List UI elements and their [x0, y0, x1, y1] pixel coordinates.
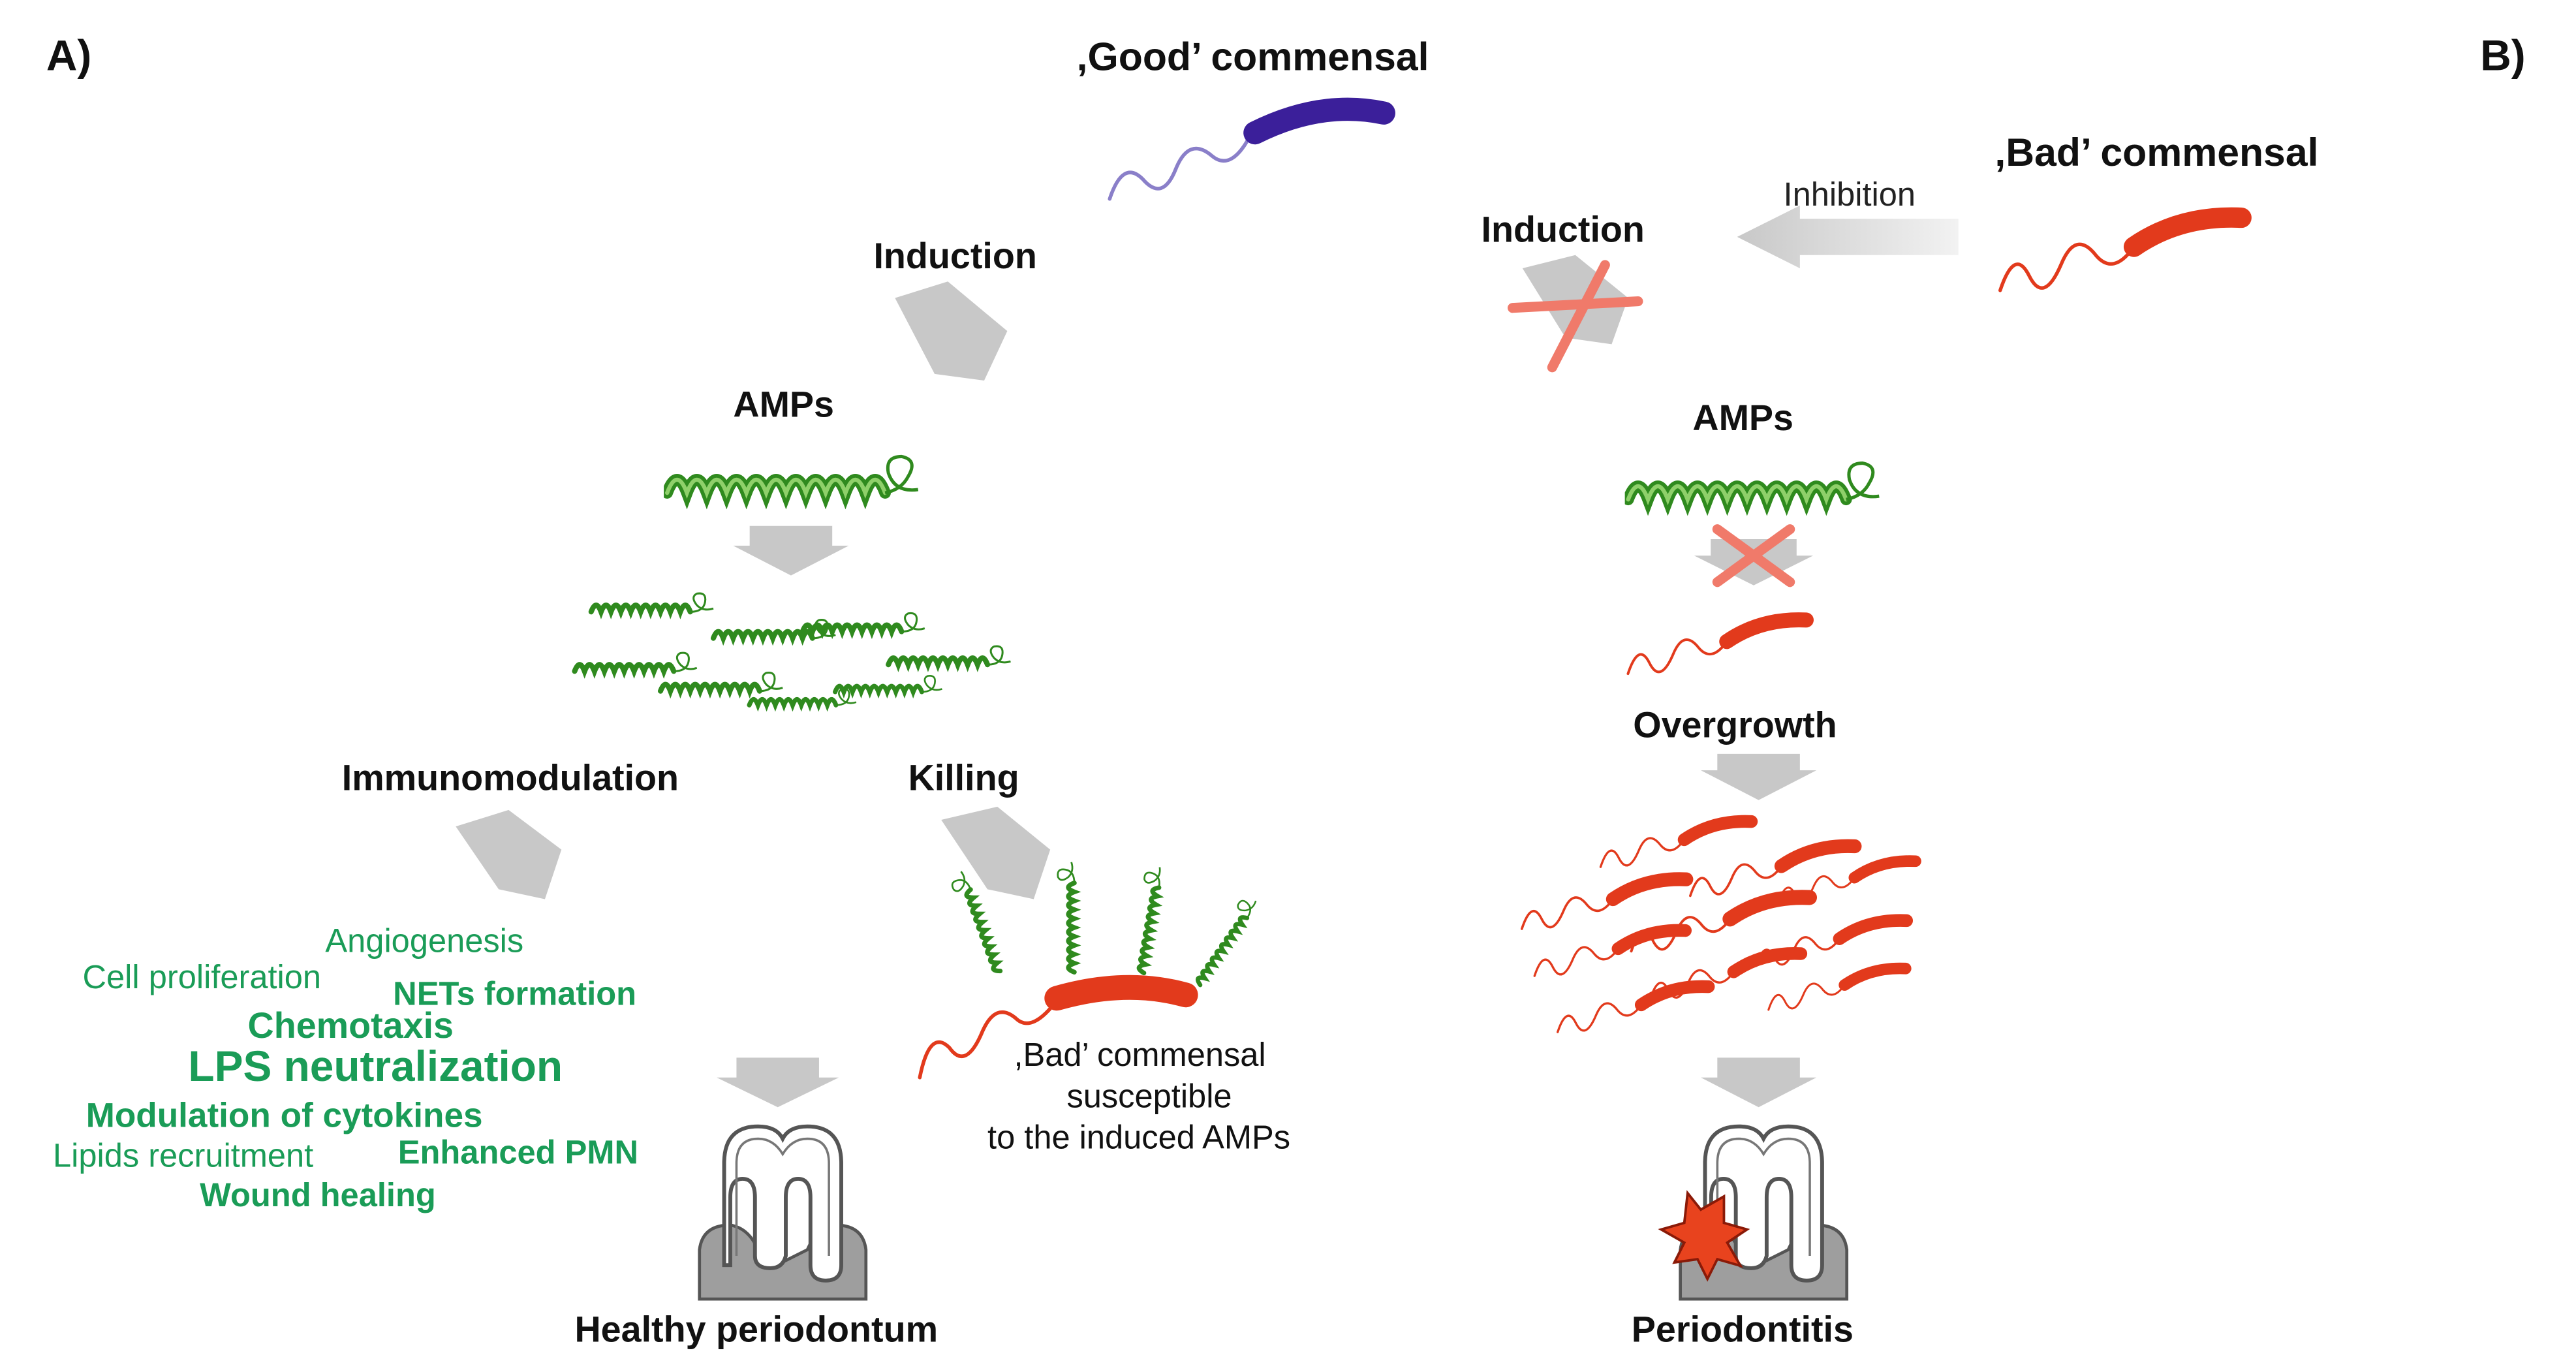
- periodontitis-label: Periodontitis: [1632, 1309, 1854, 1350]
- induction-label-b: Induction: [1482, 210, 1645, 250]
- bad-susceptible-line3: to the induced AMPs: [987, 1119, 1290, 1156]
- induction-arrow-a: [895, 281, 1008, 381]
- bacterial-overgrowth-icon: [1522, 821, 1916, 1032]
- blocked-cross-icon-2: [1712, 524, 1795, 587]
- amps-label-b: AMPs: [1692, 398, 1793, 438]
- effect-angiogenesis: Angiogenesis: [325, 922, 523, 959]
- bad-commensal-title: ,Bad’ commensal: [1994, 130, 2318, 174]
- bad-commensal-bacterium-icon: [2000, 217, 2242, 290]
- inflammation-burst-icon: [1658, 1190, 1750, 1282]
- panel-b-label: B): [2480, 31, 2525, 79]
- inhibition-arrow: [1737, 205, 1959, 268]
- immunomodulation-label: Immunomodulation: [342, 758, 679, 798]
- healthy-tooth-icon: [700, 1127, 866, 1299]
- healthy-periodontum-label: Healthy periodontum: [574, 1309, 938, 1350]
- effect-modulation-cytokines: Modulation of cytokines: [86, 1097, 483, 1135]
- killing-label: Killing: [908, 758, 1019, 798]
- panel-a-label: A): [46, 31, 91, 79]
- effect-chemotaxis: Chemotaxis: [248, 1005, 454, 1046]
- amp-helix-icon-a: [667, 456, 918, 493]
- amp-cluster-icon: [574, 593, 1010, 705]
- immunomodulation-arrow: [456, 809, 562, 899]
- effect-cell-proliferation: Cell proliferation: [83, 958, 322, 995]
- arrow-down-b2: [1701, 753, 1817, 800]
- killed-bad-commensal-icon: [918, 862, 1258, 1080]
- arrow-down-b3: [1701, 1057, 1817, 1108]
- bad-susceptible-line2: susceptible: [1066, 1077, 1232, 1114]
- induction-label-a: Induction: [873, 236, 1036, 276]
- inhibition-label: Inhibition: [1784, 176, 1916, 213]
- effect-nets-formation: NETs formation: [393, 975, 636, 1012]
- effect-lps-neutralization: LPS neutralization: [188, 1042, 563, 1090]
- effect-wound-healing: Wound healing: [200, 1176, 436, 1213]
- arrow-down-a1: [733, 525, 849, 576]
- good-commensal-title: ,Good’ commensal: [1077, 34, 1429, 78]
- amps-label-a: AMPs: [733, 384, 834, 425]
- effect-lipids-recruitment: Lipids recruitment: [53, 1136, 313, 1174]
- bad-susceptible-line1: ,Bad’ commensal: [1014, 1036, 1265, 1073]
- overgrowth-label: Overgrowth: [1633, 705, 1837, 745]
- killing-arrow: [941, 806, 1051, 899]
- bad-commensal-survivor-icon: [1628, 620, 1806, 674]
- arrow-down-a2: [717, 1057, 839, 1108]
- blocked-cross-icon: [1508, 260, 1643, 373]
- effect-enhanced-pmn: Enhanced PMN: [398, 1133, 638, 1170]
- good-commensal-bacterium-icon: [1108, 97, 1395, 201]
- amp-helix-icon-b: [1628, 463, 1880, 500]
- arrow-down-b1: [1694, 539, 1814, 586]
